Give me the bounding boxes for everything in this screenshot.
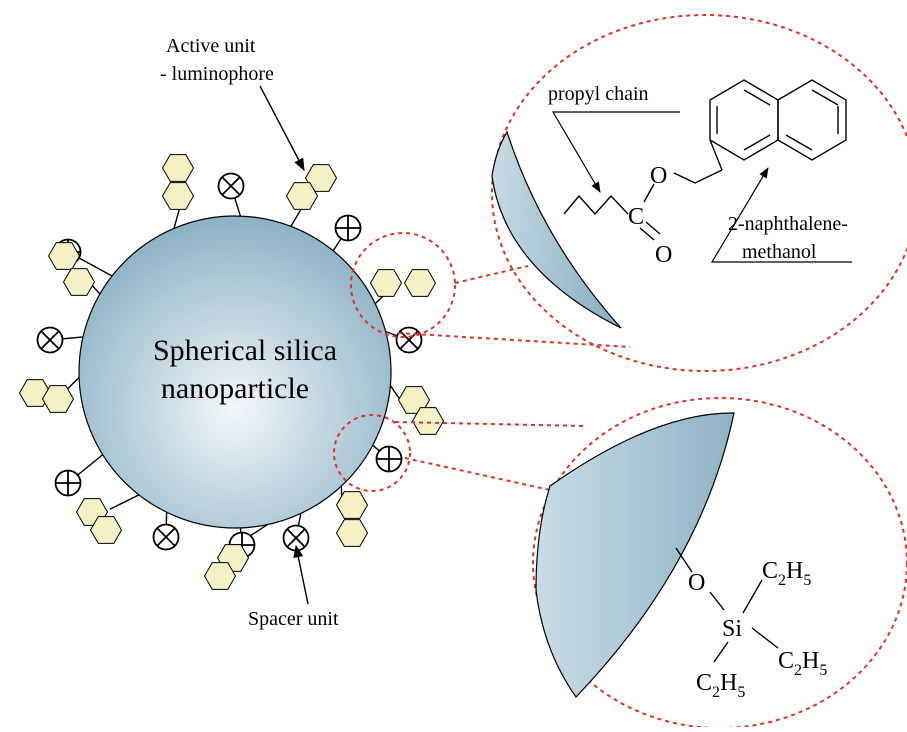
si-ethyl-right-bond: [751, 627, 779, 649]
luminophore-hexagon: [62, 268, 96, 296]
spacer-unit-plus-circle: [54, 469, 82, 497]
naphthalene-label-line2: methanol: [742, 241, 817, 263]
spacer-unit-plus-circle: [334, 214, 362, 242]
naphthalene-label-line1: 2-naphthalene-: [728, 213, 848, 235]
o-ch2-bond: [673, 169, 723, 184]
spacer-unit-cross-circle: [217, 172, 245, 200]
surface-groups: [18, 154, 445, 590]
luminophore-hexagon: [403, 269, 437, 297]
c-o-double-bond-2: [645, 221, 661, 235]
ethyl-group-top: C2H5: [762, 558, 811, 589]
ester-oxygen: O: [650, 163, 667, 189]
o-si-bond: [709, 591, 725, 611]
luminophore-hexagon: [161, 154, 195, 182]
carbonyl-carbon: C: [628, 204, 644, 230]
propyl-chain-label: propyl chain: [548, 83, 649, 105]
luminophore-hexagon: [41, 385, 75, 413]
c-o-double-bond-1: [639, 227, 655, 241]
attachment-stem: [109, 494, 140, 510]
luminophore-hexagon: [89, 516, 123, 544]
c-o-ester-bond: [643, 183, 655, 203]
luminophore-hexagon: [369, 269, 403, 297]
silica-sphere: [78, 215, 392, 529]
active-unit-label-line2: - luminophore: [160, 63, 274, 85]
spacer-unit-arrow: [293, 544, 309, 605]
propyl-chain-pointer: [551, 111, 680, 193]
luminophore-hexagon: [285, 182, 319, 210]
spacer-unit-cross-circle: [152, 523, 180, 551]
spacer-unit-cross-circle: [36, 326, 64, 354]
zoom-ellipse-top: [491, 14, 907, 372]
ethyl-group-right: C2H5: [778, 648, 827, 679]
active-unit-label-line1: Active unit: [166, 35, 256, 57]
naphthalene-pointer: [710, 167, 852, 263]
surface-o-bond: [675, 547, 693, 573]
luminophore-hexagon: [335, 491, 369, 519]
silyl-oxygen: O: [688, 570, 705, 596]
active-unit-arrow: [259, 85, 305, 172]
propyl-chain-bonds: [563, 194, 629, 216]
spacer-unit-label: Spacer unit: [248, 608, 339, 630]
carbonyl-oxygen: O: [655, 242, 672, 268]
surface-cap-top: [491, 130, 622, 329]
ethyl-group-bottom: C2H5: [696, 670, 745, 701]
connector-top-2: [397, 332, 631, 348]
particle-label-line2: nanoparticle: [161, 372, 309, 405]
zoom-ellipse-bottom: [532, 397, 907, 729]
luminophore-hexagon: [335, 519, 369, 547]
luminophore-hexagon: [411, 407, 445, 435]
selection-circle-bottom: [333, 414, 411, 492]
spacer-unit-plus-circle: [375, 445, 403, 473]
luminophore-hexagon: [304, 164, 338, 192]
connector-top-1: [454, 265, 529, 284]
spacer-unit-cross-circle: [395, 326, 423, 354]
particle-label-line1: Spherical silica: [153, 334, 337, 367]
connector-bottom-2: [404, 457, 551, 491]
surface-cap-bottom: [535, 412, 735, 698]
silicon-atom: Si: [722, 616, 742, 642]
luminophore-hexagon: [161, 182, 195, 210]
si-ethyl-bottom-bond: [713, 641, 729, 663]
naphthalene-ring: [709, 79, 847, 171]
selection-circle-top: [350, 232, 456, 338]
si-ethyl-top-bond: [742, 579, 763, 614]
luminophore-hexagon: [203, 562, 237, 590]
